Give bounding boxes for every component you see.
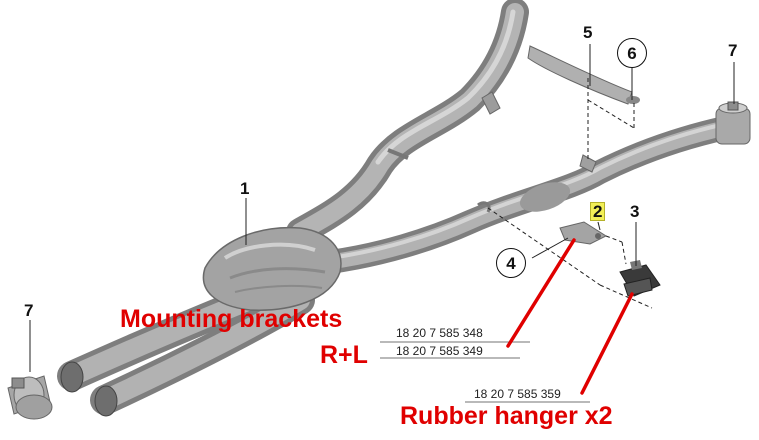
right-clamp [715, 101, 751, 145]
mounting-brackets-annotation: Mounting brackets [120, 305, 343, 333]
callout-5: 5 [583, 23, 593, 42]
callout-7-right: 7 [728, 41, 738, 60]
rubber-hanger-annotation: Rubber hanger x2 [400, 402, 613, 430]
callout-leaders [29, 44, 735, 372]
part-number-1: 18 20 7 585 348 [396, 326, 483, 340]
part-number-3: 18 20 7 585 359 [474, 387, 561, 401]
front-pipe [286, 0, 529, 246]
part-number-2: 18 20 7 585 349 [396, 344, 483, 358]
rl-annotation: R+L [320, 341, 368, 369]
part-number-lines [380, 341, 590, 403]
rubber-hanger-part-3 [619, 260, 661, 297]
callout-7-left: 7 [24, 301, 34, 320]
bracket-part-5 [527, 45, 640, 105]
left-clamp [7, 375, 53, 420]
converter-body [202, 226, 342, 311]
red-pointers [506, 238, 634, 395]
callout-2: 2 [590, 202, 606, 221]
callout-4: 4 [496, 248, 526, 278]
dashed-leaders [487, 78, 653, 309]
callout-1: 1 [240, 179, 250, 198]
bracket-part-4 [559, 221, 608, 245]
callout-3: 3 [630, 202, 640, 221]
callout-6: 6 [617, 38, 647, 68]
